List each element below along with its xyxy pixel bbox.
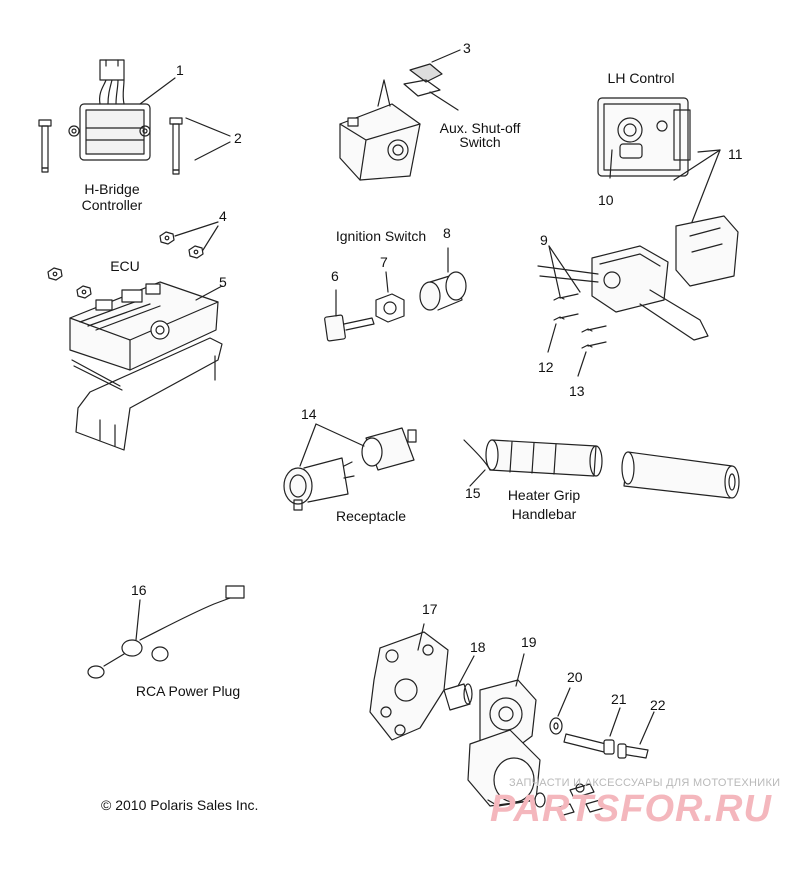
caption-ecu: ECU bbox=[110, 258, 140, 274]
callout-12: 12 bbox=[538, 359, 554, 375]
copyright-notice: © 2010 Polaris Sales Inc. bbox=[101, 797, 259, 813]
heater-grip-part bbox=[463, 439, 740, 499]
callout-6: 6 bbox=[331, 268, 339, 284]
caption-ignition-switch: Ignition Switch bbox=[335, 228, 427, 244]
callout-18: 18 bbox=[470, 639, 486, 655]
watermark-brand: PARTSFOR.RU bbox=[490, 788, 772, 830]
callout-7: 7 bbox=[380, 254, 388, 270]
nuts-part bbox=[47, 221, 219, 299]
callout-13: 13 bbox=[569, 383, 585, 399]
callout-3: 3 bbox=[463, 40, 471, 56]
callout-9: 9 bbox=[540, 232, 548, 248]
caption-receptacle: Receptacle bbox=[335, 508, 407, 524]
callout-4: 4 bbox=[219, 208, 227, 224]
washer-part bbox=[534, 687, 571, 808]
receptacle-part bbox=[283, 423, 417, 511]
watermark-tagline: ЗАПЧАСТИ И АКСЕССУАРЫ ДЛЯ МОТОТЕХНИКИ bbox=[509, 777, 781, 789]
caption-controller: Controller bbox=[81, 197, 143, 213]
lh-control-housing-part bbox=[597, 97, 691, 179]
ecu-part bbox=[69, 281, 223, 451]
callout-16: 16 bbox=[131, 582, 147, 598]
ignition-switch-part bbox=[419, 247, 467, 311]
callout-1: 1 bbox=[176, 62, 184, 78]
caption-handlebar: Handlebar bbox=[511, 506, 577, 522]
lh-control-screws-part bbox=[547, 245, 607, 377]
caption-aux-shutoff: Aux. Shut-off bbox=[439, 120, 521, 136]
caption-rca-power-plug: RCA Power Plug bbox=[135, 683, 241, 699]
coupler-part bbox=[443, 655, 475, 711]
motor-part bbox=[467, 653, 541, 807]
aux-shutoff-switch-part bbox=[339, 49, 461, 181]
callout-11: 11 bbox=[728, 146, 743, 162]
callout-5: 5 bbox=[219, 274, 227, 290]
caption-aux-switch: Switch bbox=[459, 134, 501, 150]
callout-21: 21 bbox=[611, 691, 627, 707]
motor-bracket-part bbox=[369, 623, 449, 741]
callout-2: 2 bbox=[234, 130, 242, 146]
lh-control-assembly-part bbox=[537, 149, 739, 341]
ignition-key-part bbox=[324, 289, 375, 342]
callout-17: 17 bbox=[422, 601, 438, 617]
rca-power-plug-part bbox=[87, 585, 245, 679]
callout-8: 8 bbox=[443, 225, 451, 241]
ignition-nut-part bbox=[375, 271, 405, 323]
bolt-long-part bbox=[563, 707, 621, 799]
bolt-part bbox=[38, 117, 231, 175]
caption-heater-grip: Heater Grip bbox=[507, 487, 581, 503]
caption-lh-control: LH Control bbox=[607, 70, 675, 86]
callout-14: 14 bbox=[301, 406, 317, 422]
callout-15: 15 bbox=[465, 485, 481, 501]
callout-22: 22 bbox=[650, 697, 666, 713]
h-bridge-controller-part bbox=[68, 59, 176, 161]
callout-10: 10 bbox=[598, 192, 614, 208]
caption-h-bridge: H-Bridge bbox=[84, 181, 140, 197]
callout-20: 20 bbox=[567, 669, 583, 685]
callout-19: 19 bbox=[521, 634, 537, 650]
bolt-short-part bbox=[555, 711, 655, 817]
